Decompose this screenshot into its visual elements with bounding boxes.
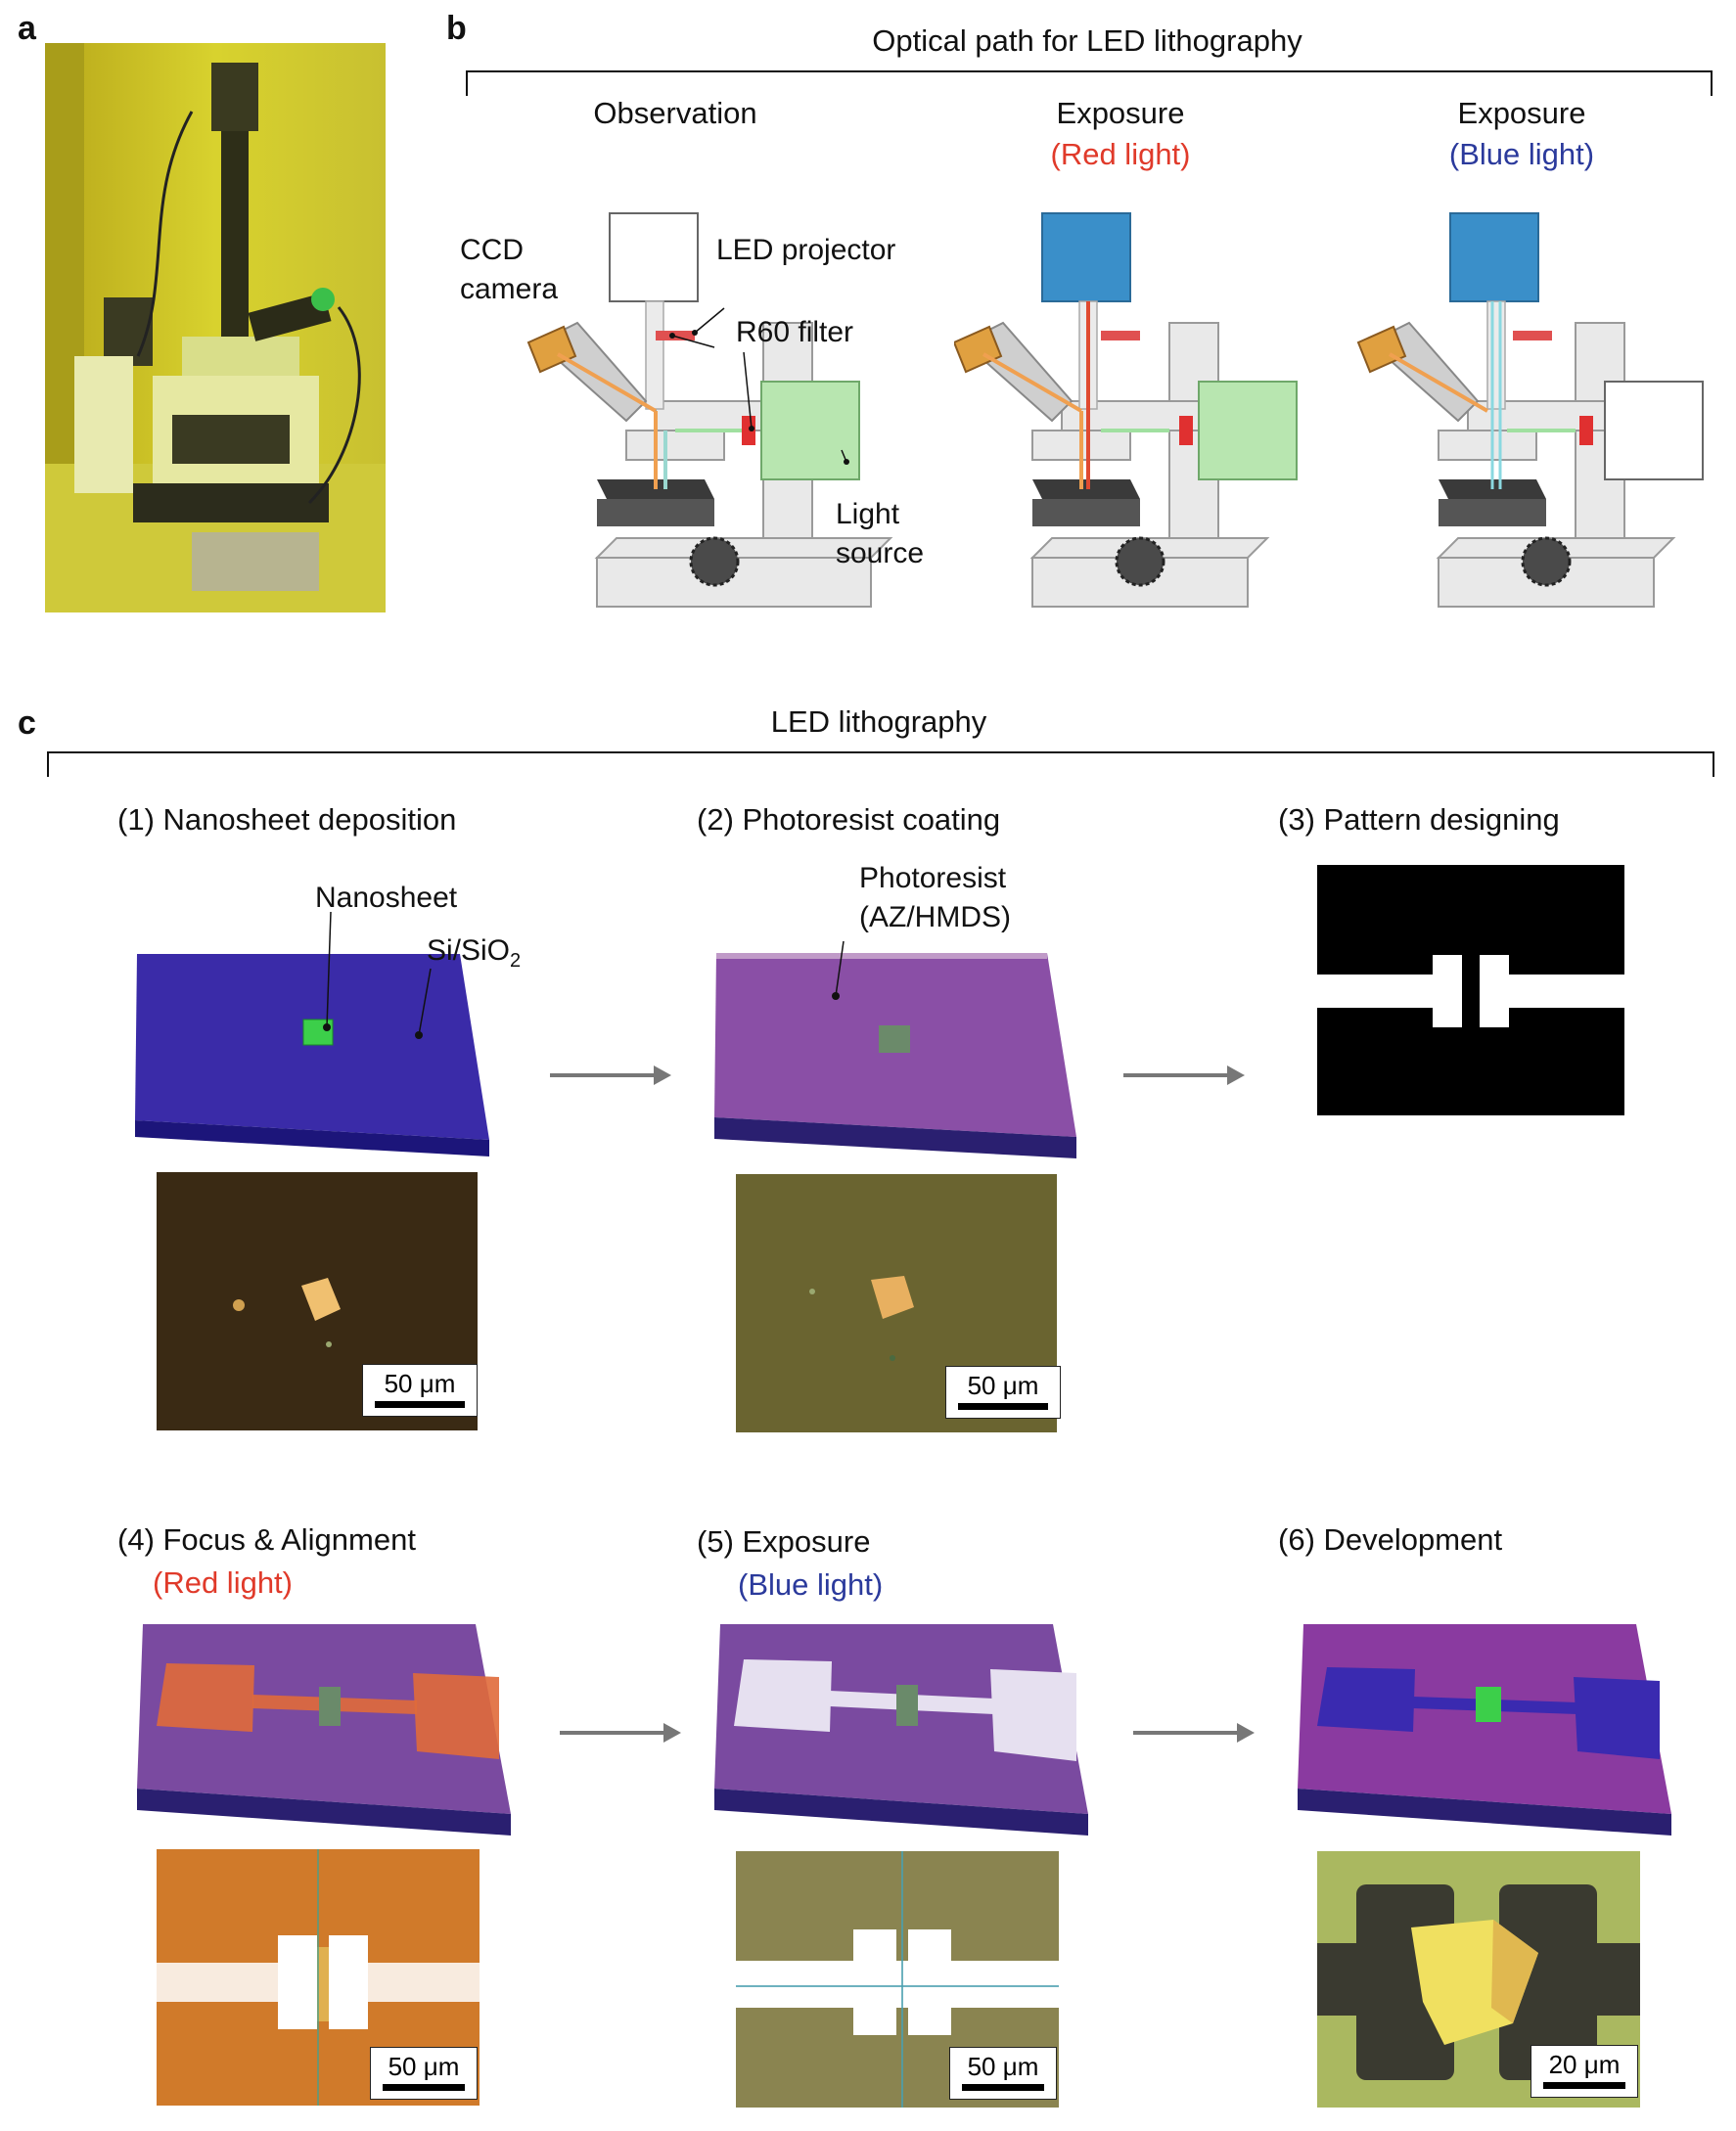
step6-scalebar: 20 μm [1530, 2045, 1638, 2098]
step2-scalebar-line [958, 1403, 1048, 1410]
arrow-step2-to-3 [1121, 1061, 1249, 1090]
sio2-label: Si/SiO2 [427, 931, 521, 980]
nanosheet-pointer [321, 910, 341, 1037]
step5-scalebar-line [962, 2084, 1044, 2091]
step4-substrate [127, 1605, 519, 1849]
step4-scalebar-label: 50 μm [388, 2052, 460, 2081]
photoresist-pointer [822, 939, 851, 1008]
microscope-blue-exposure [1350, 205, 1713, 616]
r60-filter-label: R60 filter [736, 316, 854, 348]
ccd-label-line2: camera [460, 273, 559, 305]
arrow-step5-to-6 [1131, 1718, 1258, 1747]
step5-title: (5) Exposure [697, 1524, 871, 1559]
step1-scalebar: 50 μm [362, 1364, 478, 1417]
step5-scalebar: 50 μm [949, 2047, 1057, 2100]
sio2-label-prefix: Si/SiO [427, 934, 511, 967]
step2-title: (2) Photoresist coating [697, 802, 1001, 837]
observation-heading: Observation [593, 96, 757, 130]
step3-title: (3) Pattern designing [1278, 802, 1560, 837]
step1-title: (1) Nanosheet deposition [117, 802, 457, 837]
step4-subtitle: (Red light) [153, 1565, 293, 1600]
step4-scalebar-line [383, 2084, 465, 2091]
microscope-observation [519, 205, 949, 616]
ccd-label-line1: CCD [460, 234, 524, 266]
step2-substrate [705, 941, 1076, 1166]
step5-substrate [705, 1605, 1096, 1849]
panel-letter-b: b [446, 10, 467, 47]
panel-letter-c: c [18, 704, 36, 742]
exposure-blue-subheading: (Blue light) [1448, 137, 1595, 171]
panel-c-bracket [47, 751, 1714, 777]
exposure-red-subheading: (Red light) [1050, 137, 1191, 171]
photoresist-label-line2: (AZ/HMDS) [859, 901, 1011, 933]
led-projector-label: LED projector [716, 234, 896, 266]
exposure-blue-heading: Exposure [1457, 96, 1586, 130]
panel-b-bracket [466, 70, 1713, 96]
microscope-red-exposure [952, 205, 1306, 616]
light-source-label-line2: source [836, 537, 925, 569]
step5-subtitle: (Blue light) [738, 1567, 884, 1602]
arrow-step4-to-5 [558, 1718, 685, 1747]
step4-title: (4) Focus & Alignment [117, 1522, 416, 1557]
sio2-pointer [411, 967, 440, 1045]
panel-letter-a: a [18, 10, 36, 47]
nanosheet-label: Nanosheet [315, 882, 458, 914]
step6-substrate [1288, 1605, 1679, 1849]
panel-c-title: LED lithography [770, 704, 987, 739]
photoresist-label-line1: Photoresist [859, 862, 1007, 894]
step6-title: (6) Development [1278, 1522, 1503, 1557]
sio2-label-subscript: 2 [510, 950, 522, 972]
panel-b-title: Optical path for LED lithography [872, 23, 1302, 58]
light-source-label-line1: Light [836, 498, 900, 530]
exposure-red-heading: Exposure [1056, 96, 1185, 130]
step1-scalebar-label: 50 μm [384, 1369, 456, 1398]
step6-scalebar-label: 20 μm [1548, 2050, 1621, 2079]
microscope-photo [45, 43, 386, 612]
step5-scalebar-label: 50 μm [967, 2052, 1039, 2081]
step1-scalebar-line [375, 1401, 465, 1408]
step2-scalebar: 50 μm [945, 1366, 1061, 1419]
step5-micrograph [736, 1851, 1059, 2108]
step4-scalebar: 50 μm [370, 2047, 478, 2100]
step2-scalebar-label: 50 μm [967, 1371, 1039, 1400]
arrow-step1-to-2 [548, 1061, 675, 1090]
step3-pattern [1317, 865, 1624, 1115]
step6-scalebar-line [1543, 2082, 1625, 2089]
